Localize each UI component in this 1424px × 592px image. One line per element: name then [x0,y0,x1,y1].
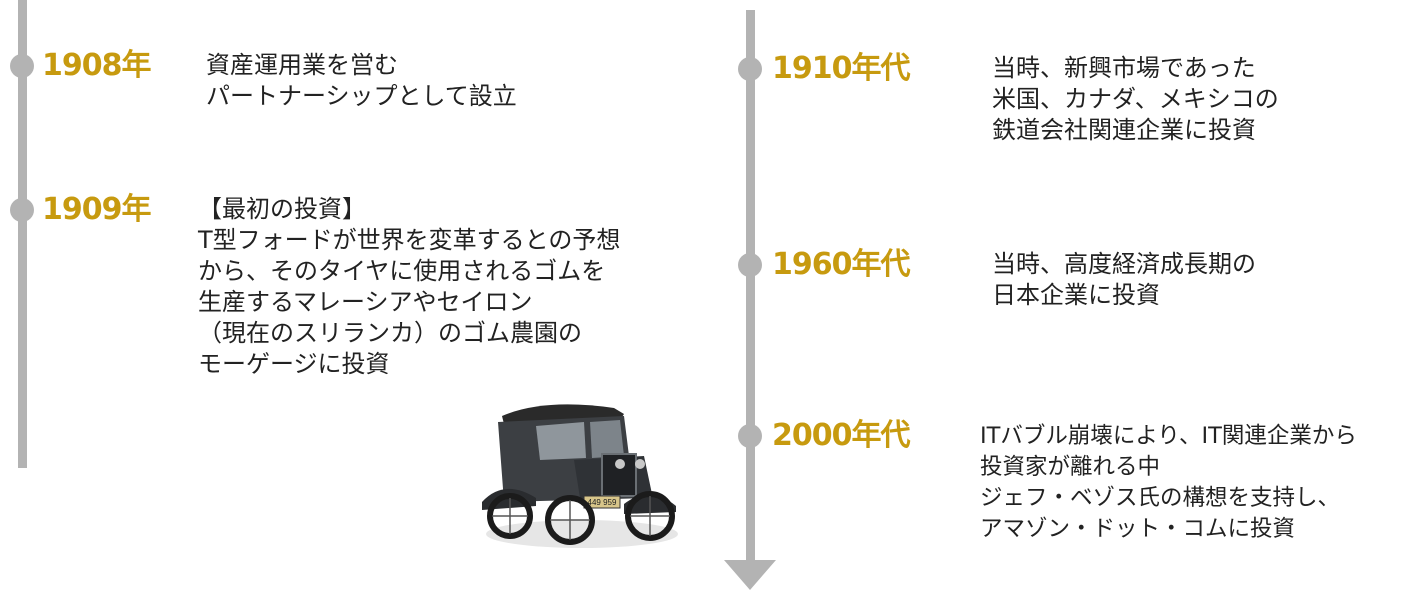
description-line: ITバブル崩壊により、IT関連企業から [980,423,1357,449]
description-line: 【最初の投資】 [198,195,366,223]
timeline-dot [738,424,762,448]
description-line: 日本企業に投資 [992,281,1160,309]
description-line: 生産するマレーシアやセイロン [198,288,533,316]
description-line: 当時、高度経済成長期の [992,250,1256,278]
event-description: ITバブル崩壊により、IT関連企業から 投資家が離れる中 ジェフ・ベゾス氏の構想… [980,421,1357,545]
timeline-dot [10,198,34,222]
license-plate-text: 449 959 [588,498,617,507]
event-description: 当時、高度経済成長期の 日本企業に投資 [992,249,1256,311]
description-line: ジェフ・ベゾス氏の構想を支持し、 [980,485,1341,511]
year-label: 1960年代 [772,247,910,282]
description-line: モーゲージに投資 [198,350,390,378]
left-timeline-line [18,0,27,468]
year-label: 2000年代 [772,418,910,453]
model-t-car-icon: 449 959 [474,394,684,554]
description-line: 米国、カナダ、メキシコの [992,85,1279,113]
timeline-dot [10,54,34,78]
description-line: 当時、新興市場であった [992,54,1256,82]
description-line: アマゾン・ドット・コムに投資 [980,516,1296,542]
timeline-arrow-icon [724,560,776,590]
description-line: 投資家が離れる中 [980,454,1161,480]
timeline-dot [738,57,762,81]
event-description: 【最初の投資】 T型フォードが世界を変革するとの予想 から、そのタイヤに使用され… [198,194,620,380]
description-line: 資産運用業を営む [206,51,398,79]
right-timeline-line [746,10,755,562]
description-line: から、そのタイヤに使用されるゴムを [198,257,606,285]
description-line: パートナーシップとして設立 [206,82,517,110]
year-label: 1909年 [42,192,151,227]
event-description: 当時、新興市場であった 米国、カナダ、メキシコの 鉄道会社関連企業に投資 [992,53,1279,146]
year-label: 1910年代 [772,51,910,86]
description-line: 鉄道会社関連企業に投資 [992,116,1256,144]
description-line: （現在のスリランカ）のゴム農園の [198,319,582,347]
description-line: T型フォードが世界を変革するとの予想 [198,226,621,254]
year-label: 1908年 [42,48,151,83]
event-description: 資産運用業を営む パートナーシップとして設立 [206,50,517,112]
timeline-dot [738,253,762,277]
